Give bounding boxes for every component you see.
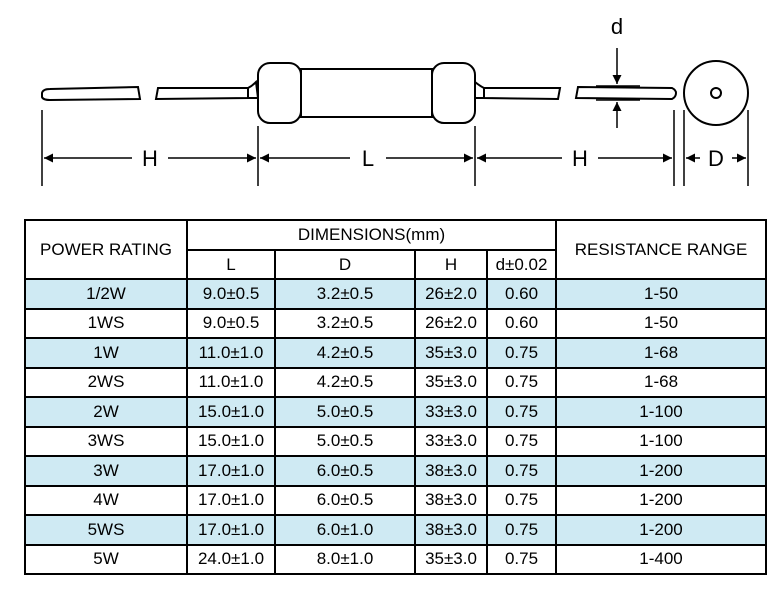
h-cell: 35±3.0 [414,337,488,369]
resistance-range-cell: 1-68 [555,337,768,369]
l-cell: 9.0±0.5 [186,307,276,339]
dimension-label-h-right: H [572,146,588,171]
l-cell: 15.0±1.0 [186,425,276,457]
power-rating-cell: 2WS [24,366,188,398]
header-resistance-range: RESISTANCE RANGE [555,219,768,280]
left-lead-wire [41,85,249,102]
resistance-range-cell: 1-200 [555,484,768,516]
dimension-label-h-left: H [142,146,158,171]
header-dimensions: DIMENSIONS(mm) [185,219,558,251]
resistance-range-cell: 1-400 [555,543,768,575]
d-cell: 5.0±0.5 [274,396,416,428]
l-cell: 17.0±1.0 [186,484,276,516]
d-cell: 3.2±0.5 [274,307,416,339]
l-cell: 24.0±1.0 [186,543,276,575]
d-cell: 6.0±0.5 [274,455,416,487]
resistance-range-cell: 1-200 [555,514,768,546]
l-cell: 11.0±1.0 [186,366,276,398]
h-cell: 26±2.0 [414,307,488,339]
power-rating-cell: 5W [24,543,188,575]
d-cell: 3.2±0.5 [274,278,416,310]
subheader-wire-d: d±0.02 [485,249,558,280]
wire-d-cell: 0.75 [485,455,558,487]
d-cell: 4.2±0.5 [274,337,416,369]
header-power-rating: POWER RATING [24,219,188,280]
h-cell: 35±3.0 [414,543,488,575]
spec-table: POWER RATING DIMENSIONS(mm) RESISTANCE R… [24,219,768,575]
extension-lines [41,85,749,186]
wire-d-cell: 0.75 [485,484,558,516]
l-cell: 15.0±1.0 [186,396,276,428]
right-lead-wire [483,85,678,101]
power-rating-cell: 3WS [24,425,188,457]
resistance-range-cell: 1-50 [555,307,768,339]
resistance-range-cell: 1-68 [555,366,768,398]
d-cell: 8.0±1.0 [274,543,416,575]
wire-d-cell: 0.75 [485,396,558,428]
h-cell: 33±3.0 [414,396,488,428]
wire-d-cell: 0.60 [485,278,558,310]
subheader-l: L [186,249,276,280]
wire-d-cell: 0.75 [485,543,558,575]
resistor-end-view [683,60,749,126]
power-rating-cell: 1WS [24,307,188,339]
h-cell: 38±3.0 [414,455,488,487]
l-cell: 9.0±0.5 [186,278,276,310]
wire-d-cell: 0.60 [485,307,558,339]
dimension-label-d-wire: d [611,14,623,39]
dimension-label-d-body: D [708,146,724,171]
h-cell: 38±3.0 [414,514,488,546]
d-cell: 5.0±0.5 [274,425,416,457]
wire-d-cell: 0.75 [485,366,558,398]
power-rating-cell: 1/2W [24,278,188,310]
power-rating-cell: 4W [24,484,188,516]
wire-d-cell: 0.75 [485,337,558,369]
h-cell: 26±2.0 [414,278,488,310]
l-cell: 11.0±1.0 [186,337,276,369]
h-cell: 35±3.0 [414,366,488,398]
resistance-range-cell: 1-50 [555,278,768,310]
l-cell: 17.0±1.0 [186,514,276,546]
wire-d-cell: 0.75 [485,425,558,457]
dimension-arrows [44,48,746,163]
power-rating-cell: 3W [24,455,188,487]
power-rating-cell: 1W [24,337,188,369]
subheader-h: H [414,249,488,280]
dimension-label-l: L [362,146,374,171]
resistance-range-cell: 1-200 [555,455,768,487]
subheader-d: D [274,249,416,280]
wire-d-cell: 0.75 [485,514,558,546]
d-cell: 4.2±0.5 [274,366,416,398]
power-rating-cell: 2W [24,396,188,428]
resistor-body [247,62,485,124]
h-cell: 38±3.0 [414,484,488,516]
d-cell: 6.0±0.5 [274,484,416,516]
resistance-range-cell: 1-100 [555,425,768,457]
resistance-range-cell: 1-100 [555,396,768,428]
d-cell: 6.0±1.0 [274,514,416,546]
power-rating-cell: 5WS [24,514,188,546]
l-cell: 17.0±1.0 [186,455,276,487]
resistor-dimension-drawing: H L H d D [41,14,749,186]
h-cell: 33±3.0 [414,425,488,457]
